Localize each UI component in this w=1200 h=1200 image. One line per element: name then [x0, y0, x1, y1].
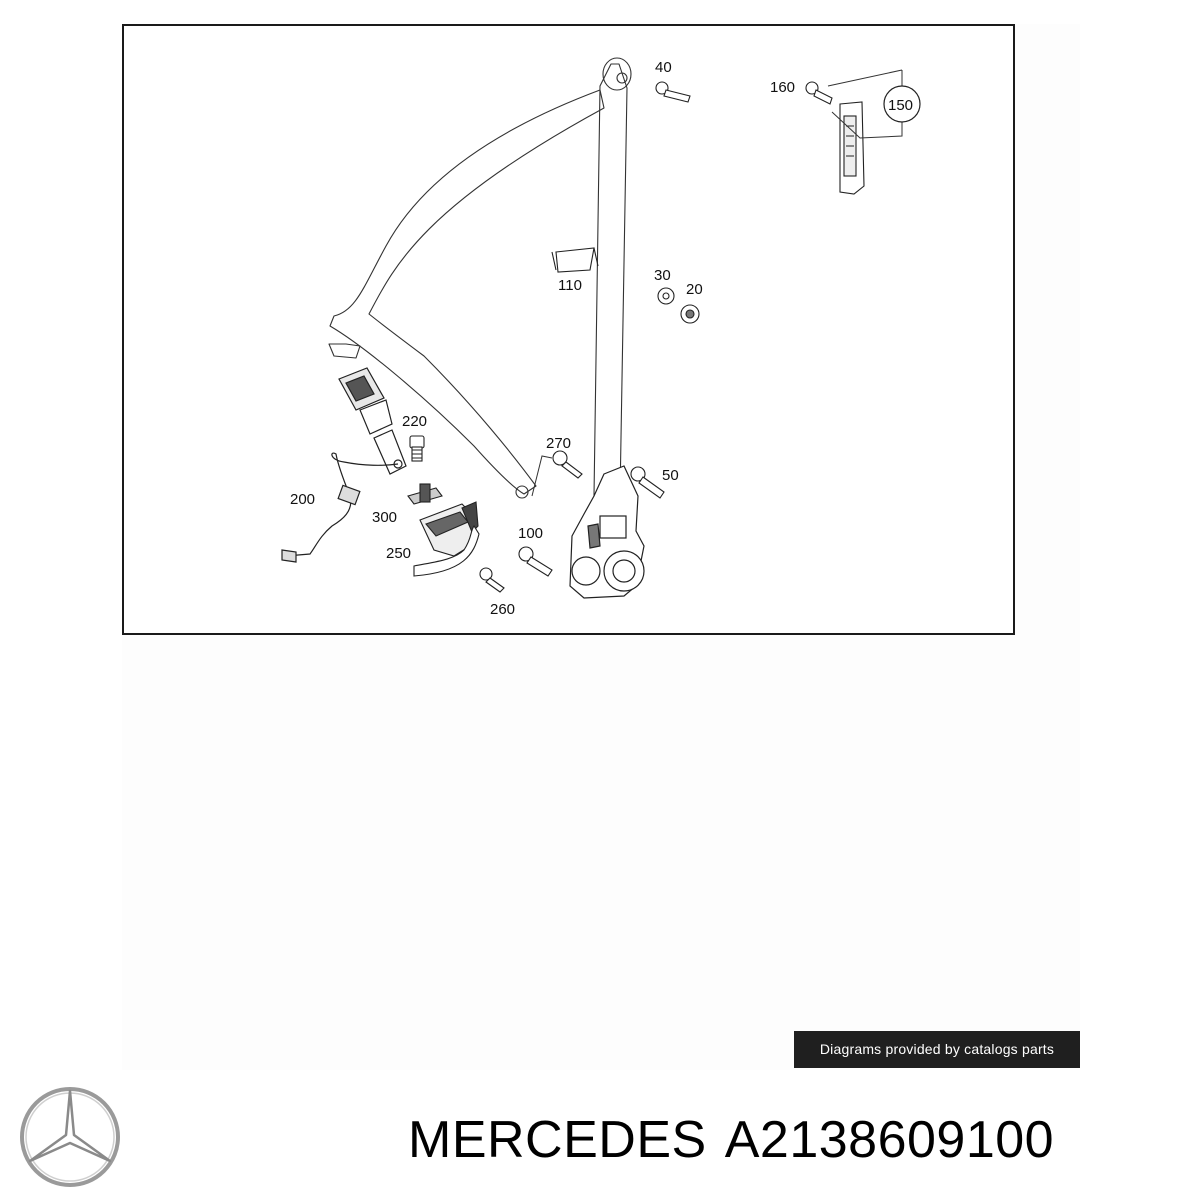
mercedes-star-icon	[18, 1085, 122, 1189]
callout-260: 260	[490, 601, 515, 618]
callout-100: 100	[518, 525, 543, 542]
part-160-bolt	[805, 81, 833, 105]
part-20-nut	[680, 304, 700, 324]
callout-150: 150	[888, 97, 913, 114]
part-50-bolt	[630, 466, 665, 499]
part-number: A2138609100	[724, 1111, 1055, 1169]
brand-name: MERCEDES	[408, 1111, 707, 1169]
part-250-bracket	[413, 501, 480, 577]
belt-guide-loop	[602, 57, 632, 91]
callout-50: 50	[662, 467, 679, 484]
seat-belt-diagram-svg: 40 160 150 110 30 20 220 270 50 200 300 …	[281, 57, 921, 618]
part-270-screw	[552, 450, 583, 479]
part-110-cover	[551, 247, 599, 273]
callout-20: 20	[686, 281, 703, 298]
callout-30: 30	[654, 267, 671, 284]
parts-diagram: 40 160 150 110 30 20 220 270 50 200 300 …	[122, 24, 1015, 635]
part-260-screw	[479, 567, 505, 593]
callout-110: 110	[558, 277, 582, 294]
lower-anchor-eye	[515, 485, 529, 499]
belt-strap-vertical	[593, 63, 628, 497]
part-100-bolt	[518, 546, 553, 577]
callout-200: 200	[290, 491, 315, 508]
callout-270: 270	[546, 435, 571, 452]
part-150-height-adjuster	[839, 101, 865, 195]
part-40-bolt	[655, 81, 691, 103]
part-300-clip	[407, 483, 443, 505]
callout-150-circle	[883, 85, 921, 123]
belt-strap-diagonal	[329, 89, 605, 495]
part-title: MERCEDES A2138609100	[408, 1108, 1072, 1172]
callout-300: 300	[372, 509, 397, 526]
callout-250: 250	[386, 545, 411, 562]
buckle-assembly	[281, 367, 407, 563]
callout-220: 220	[402, 413, 427, 430]
part-220-bolt	[409, 435, 425, 462]
retractor-assembly	[569, 465, 645, 599]
part-30-nut	[657, 287, 675, 305]
callout-160: 160	[770, 79, 795, 96]
callout-40: 40	[655, 59, 672, 76]
credit-banner: Diagrams provided by catalogs parts	[794, 1031, 1080, 1068]
